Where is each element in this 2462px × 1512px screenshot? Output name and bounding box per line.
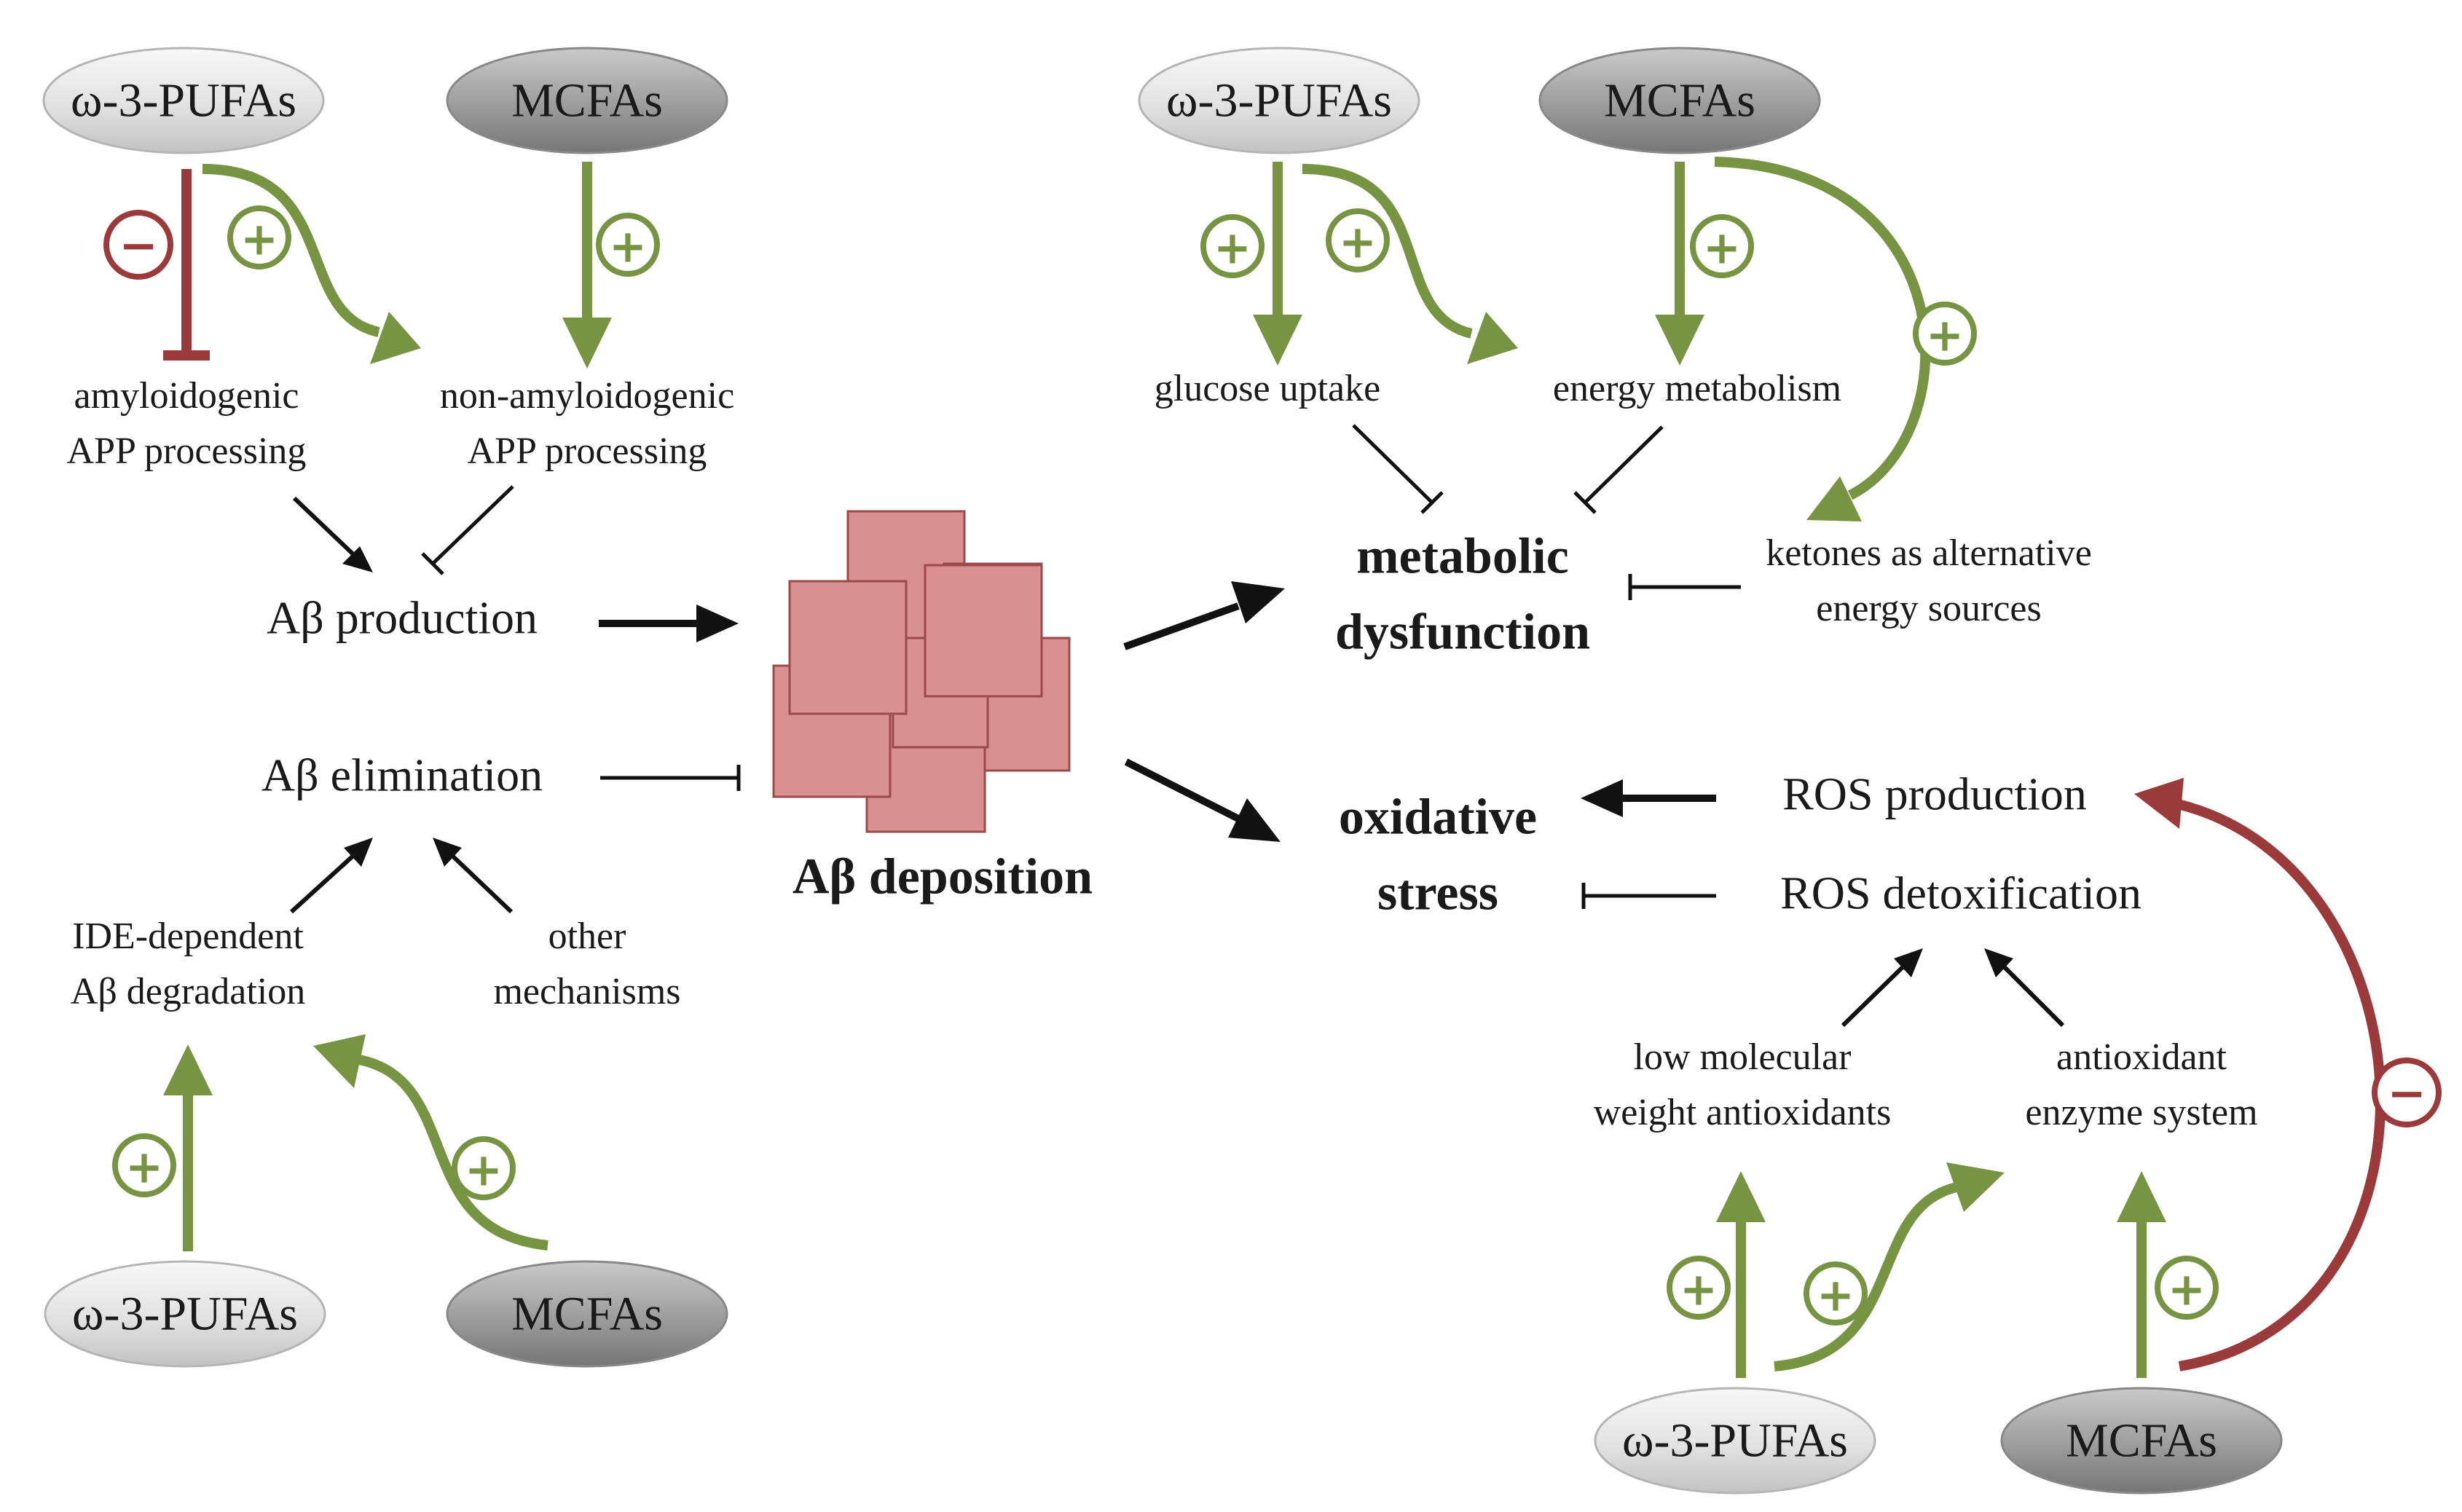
low-mw-to-detox-arrow <box>1841 948 1923 1028</box>
amyloidogenic-label-1: amyloidogenic <box>74 375 299 417</box>
ros-detoxification-label: ROS detoxification <box>1780 867 2142 919</box>
non-amyloidogenic-label-2: APP processing <box>468 430 707 472</box>
pufa-promotes-energy <box>1302 164 1518 364</box>
mcfa-promotes-ide <box>313 1034 548 1251</box>
plus-sign-icon: + <box>596 213 660 277</box>
ide-label-1: IDE-dependent <box>72 916 304 957</box>
dysfunction-label: dysfunction <box>1335 605 1590 661</box>
svg-text:+: + <box>125 1141 163 1194</box>
enzyme-label-1: antioxidant <box>2056 1036 2227 1078</box>
ketones-label-2: energy sources <box>1816 588 2042 629</box>
ketones-inhibit-dysfunction <box>1628 574 1741 600</box>
svg-text:+: + <box>2168 1263 2206 1316</box>
deposition-to-metabolic-arrow <box>1123 581 1285 650</box>
svg-text:+: + <box>240 213 278 266</box>
plus-sign-icon: + <box>1804 1261 1868 1326</box>
plus-sign-icon: + <box>1667 1256 1731 1320</box>
mcfa-label: MCFAs <box>1604 74 1755 127</box>
elimination-inhibits-deposition <box>600 765 741 791</box>
ros-production-to-stress-arrow <box>1581 779 1716 817</box>
mcfa-pill-bottom-left: MCFAs <box>446 1260 728 1368</box>
pufa-label: ω-3-PUFAs <box>71 74 296 127</box>
plus-sign-icon: + <box>1913 302 1977 366</box>
metabolic-label: metabolic <box>1356 529 1569 585</box>
svg-text:+: + <box>1926 309 1964 362</box>
energy-inhibits-dysfunction <box>1573 425 1664 514</box>
abeta-deposition-plaque-icon <box>772 510 1071 833</box>
svg-text:−: − <box>2387 1067 2426 1121</box>
ros-production-label: ROS production <box>1782 768 2087 820</box>
pufa-pill-top-left: ω-3-PUFAs <box>42 47 325 154</box>
pufa-pill-top-right: ω-3-PUFAs <box>1138 47 1420 154</box>
enzyme-to-detox-arrow <box>1984 948 2065 1028</box>
glucose-inhibits-dysfunction <box>1352 424 1444 514</box>
mcfa-label: MCFAs <box>511 74 663 127</box>
low-mw-label-1: low molecular <box>1634 1036 1852 1078</box>
plus-sign-icon: + <box>227 205 291 269</box>
plus-sign-icon: + <box>1326 208 1390 272</box>
ketones-label-1: ketones as alternative <box>1766 532 2092 574</box>
abeta-production-label: Aβ production <box>267 592 538 644</box>
svg-text:+: + <box>609 220 647 273</box>
pufa-label: ω-3-PUFAs <box>72 1288 298 1341</box>
mcfa-label: MCFAs <box>511 1288 663 1341</box>
mcfa-promotes-enzyme <box>2117 1171 2166 1378</box>
ros-detox-inhibits-stress <box>1581 883 1716 909</box>
pufa-label: ω-3-PUFAs <box>1166 74 1392 127</box>
svg-text:+: + <box>1703 221 1741 275</box>
other-to-elimination-arrow <box>433 838 514 914</box>
svg-text:+: + <box>1214 221 1251 275</box>
glucose-uptake-label: glucose uptake <box>1155 368 1380 409</box>
plus-sign-icon: + <box>112 1133 176 1197</box>
abeta-deposition-label: Aβ deposition <box>793 849 1093 905</box>
amyloidogenic-to-production-arrow <box>292 496 373 572</box>
stress-label: stress <box>1377 865 1498 921</box>
non-amyloidogenic-label-1: non-amyloidogenic <box>440 375 734 417</box>
other-label-2: mechanisms <box>493 971 680 1012</box>
pufa-label: ω-3-PUFAs <box>1622 1414 1848 1468</box>
non-amyloidogenic-inhibits-production <box>421 485 514 575</box>
svg-text:+: + <box>1817 1269 1855 1322</box>
pufa-promotes-ide <box>163 1044 213 1251</box>
pufa-promotes-low-mw <box>1716 1171 1766 1378</box>
enzyme-label-2: enzyme system <box>2025 1092 2257 1133</box>
svg-text:+: + <box>1339 216 1377 269</box>
ide-to-elimination-arrow <box>289 838 373 914</box>
plus-sign-icon: + <box>1200 214 1265 278</box>
oxidative-label: oxidative <box>1339 790 1537 846</box>
production-to-deposition-arrow <box>599 605 739 642</box>
amyloidogenic-label-2: APP processing <box>67 430 307 472</box>
mcfa-promotes-energy <box>1655 162 1704 366</box>
mcfa-pill-top-left: MCFAs <box>446 47 728 154</box>
svg-text:+: + <box>465 1143 503 1197</box>
mcfa-pill-bottom-right: MCFAs <box>2000 1387 2283 1495</box>
mcfa-label: MCFAs <box>2066 1414 2217 1468</box>
pufa-promotes-glucose <box>1253 162 1302 366</box>
deposition-to-oxidative-arrow <box>1124 758 1281 842</box>
ide-label-2: Aβ degradation <box>71 971 305 1012</box>
plus-sign-icon: + <box>452 1136 516 1200</box>
energy-metabolism-label: energy metabolism <box>1553 368 1841 409</box>
minus-sign-icon: − <box>103 210 173 280</box>
mcfa-pill-top-right: MCFAs <box>1538 47 1821 154</box>
pufa-promotes-non-amyloidogenic <box>202 164 421 364</box>
svg-text:−: − <box>119 219 158 273</box>
pufa-promotes-enzyme <box>1774 1162 2005 1371</box>
other-label-1: other <box>548 916 626 957</box>
pufa-pill-bottom-left: ω-3-PUFAs <box>44 1260 326 1368</box>
low-mw-label-2: weight antioxidants <box>1594 1092 1892 1133</box>
minus-sign-icon: − <box>2372 1058 2442 1127</box>
mcfa-promotes-non-amyloidogenic <box>562 162 612 369</box>
abeta-elimination-label: Aβ elimination <box>261 749 543 801</box>
plus-sign-icon: + <box>1690 214 1754 278</box>
svg-text:+: + <box>1680 1263 1718 1316</box>
mcfa-promotes-ketones <box>1714 157 1931 521</box>
plus-sign-icon: + <box>2155 1256 2219 1320</box>
pufa-inhibits-amyloidogenic <box>163 169 210 361</box>
pufa-pill-bottom-right: ω-3-PUFAs <box>1594 1387 1876 1495</box>
